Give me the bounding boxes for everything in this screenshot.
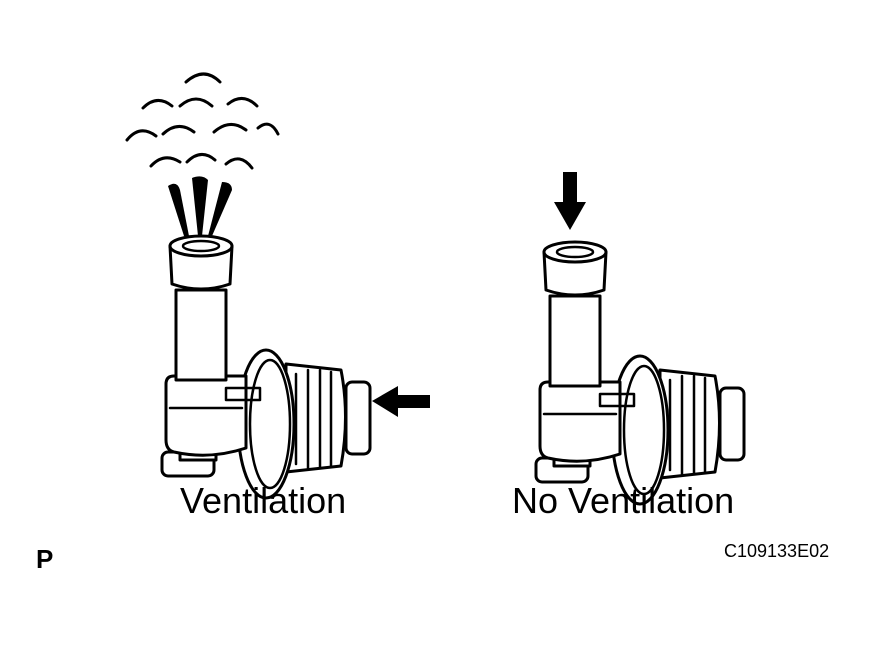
valve-left — [160, 234, 372, 500]
page-marker: P — [36, 544, 54, 574]
ventilation-label: Ventilation — [180, 480, 347, 521]
no-ventilation-label: No Ventilation — [512, 480, 735, 521]
figure-code: C109133E02 — [724, 541, 830, 561]
arrow-down-icon — [554, 172, 586, 230]
valve-right — [534, 240, 746, 506]
arrow-left-icon — [372, 386, 430, 417]
air-puffs — [125, 72, 280, 170]
air-jets — [168, 176, 232, 237]
